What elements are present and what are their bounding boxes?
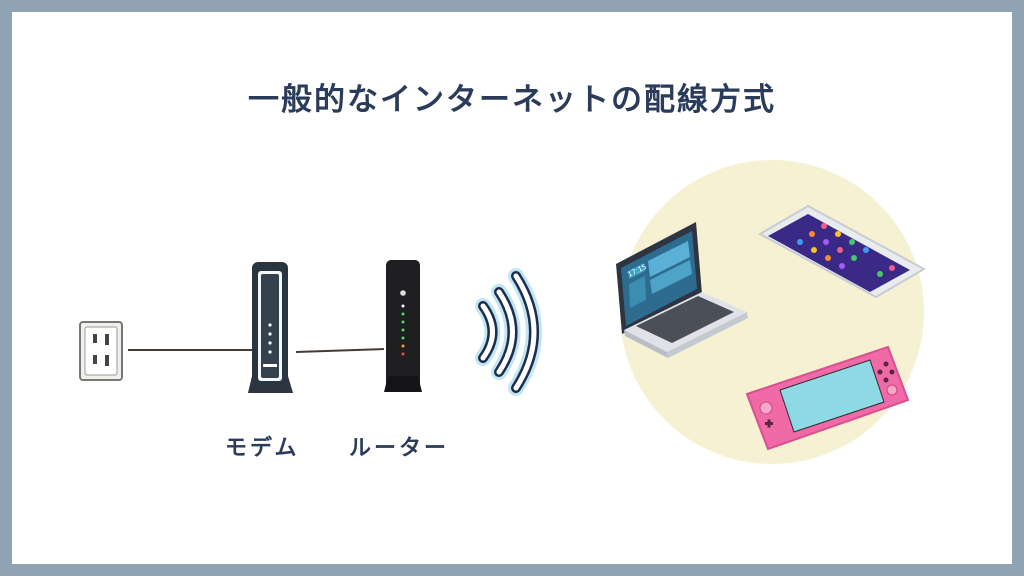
diagram-canvas: 一般的なインターネットの配線方式	[12, 12, 1012, 564]
router-icon	[384, 260, 422, 392]
modem-icon	[248, 262, 293, 393]
wifi-signal-icon	[475, 268, 542, 396]
wiring-diagram: 17:15	[79, 160, 927, 464]
power-outlet-icon	[79, 321, 123, 381]
laptop-icon: 17:15	[616, 222, 748, 358]
handheld-game-console-icon	[745, 345, 910, 451]
modem-label: モデム	[225, 436, 300, 461]
router-label: ルーター	[349, 436, 450, 461]
smartphone-icon	[757, 204, 927, 299]
diagram-title: 一般的なインターネットの配線方式	[248, 82, 776, 118]
cable-modem-to-router	[295, 348, 385, 353]
